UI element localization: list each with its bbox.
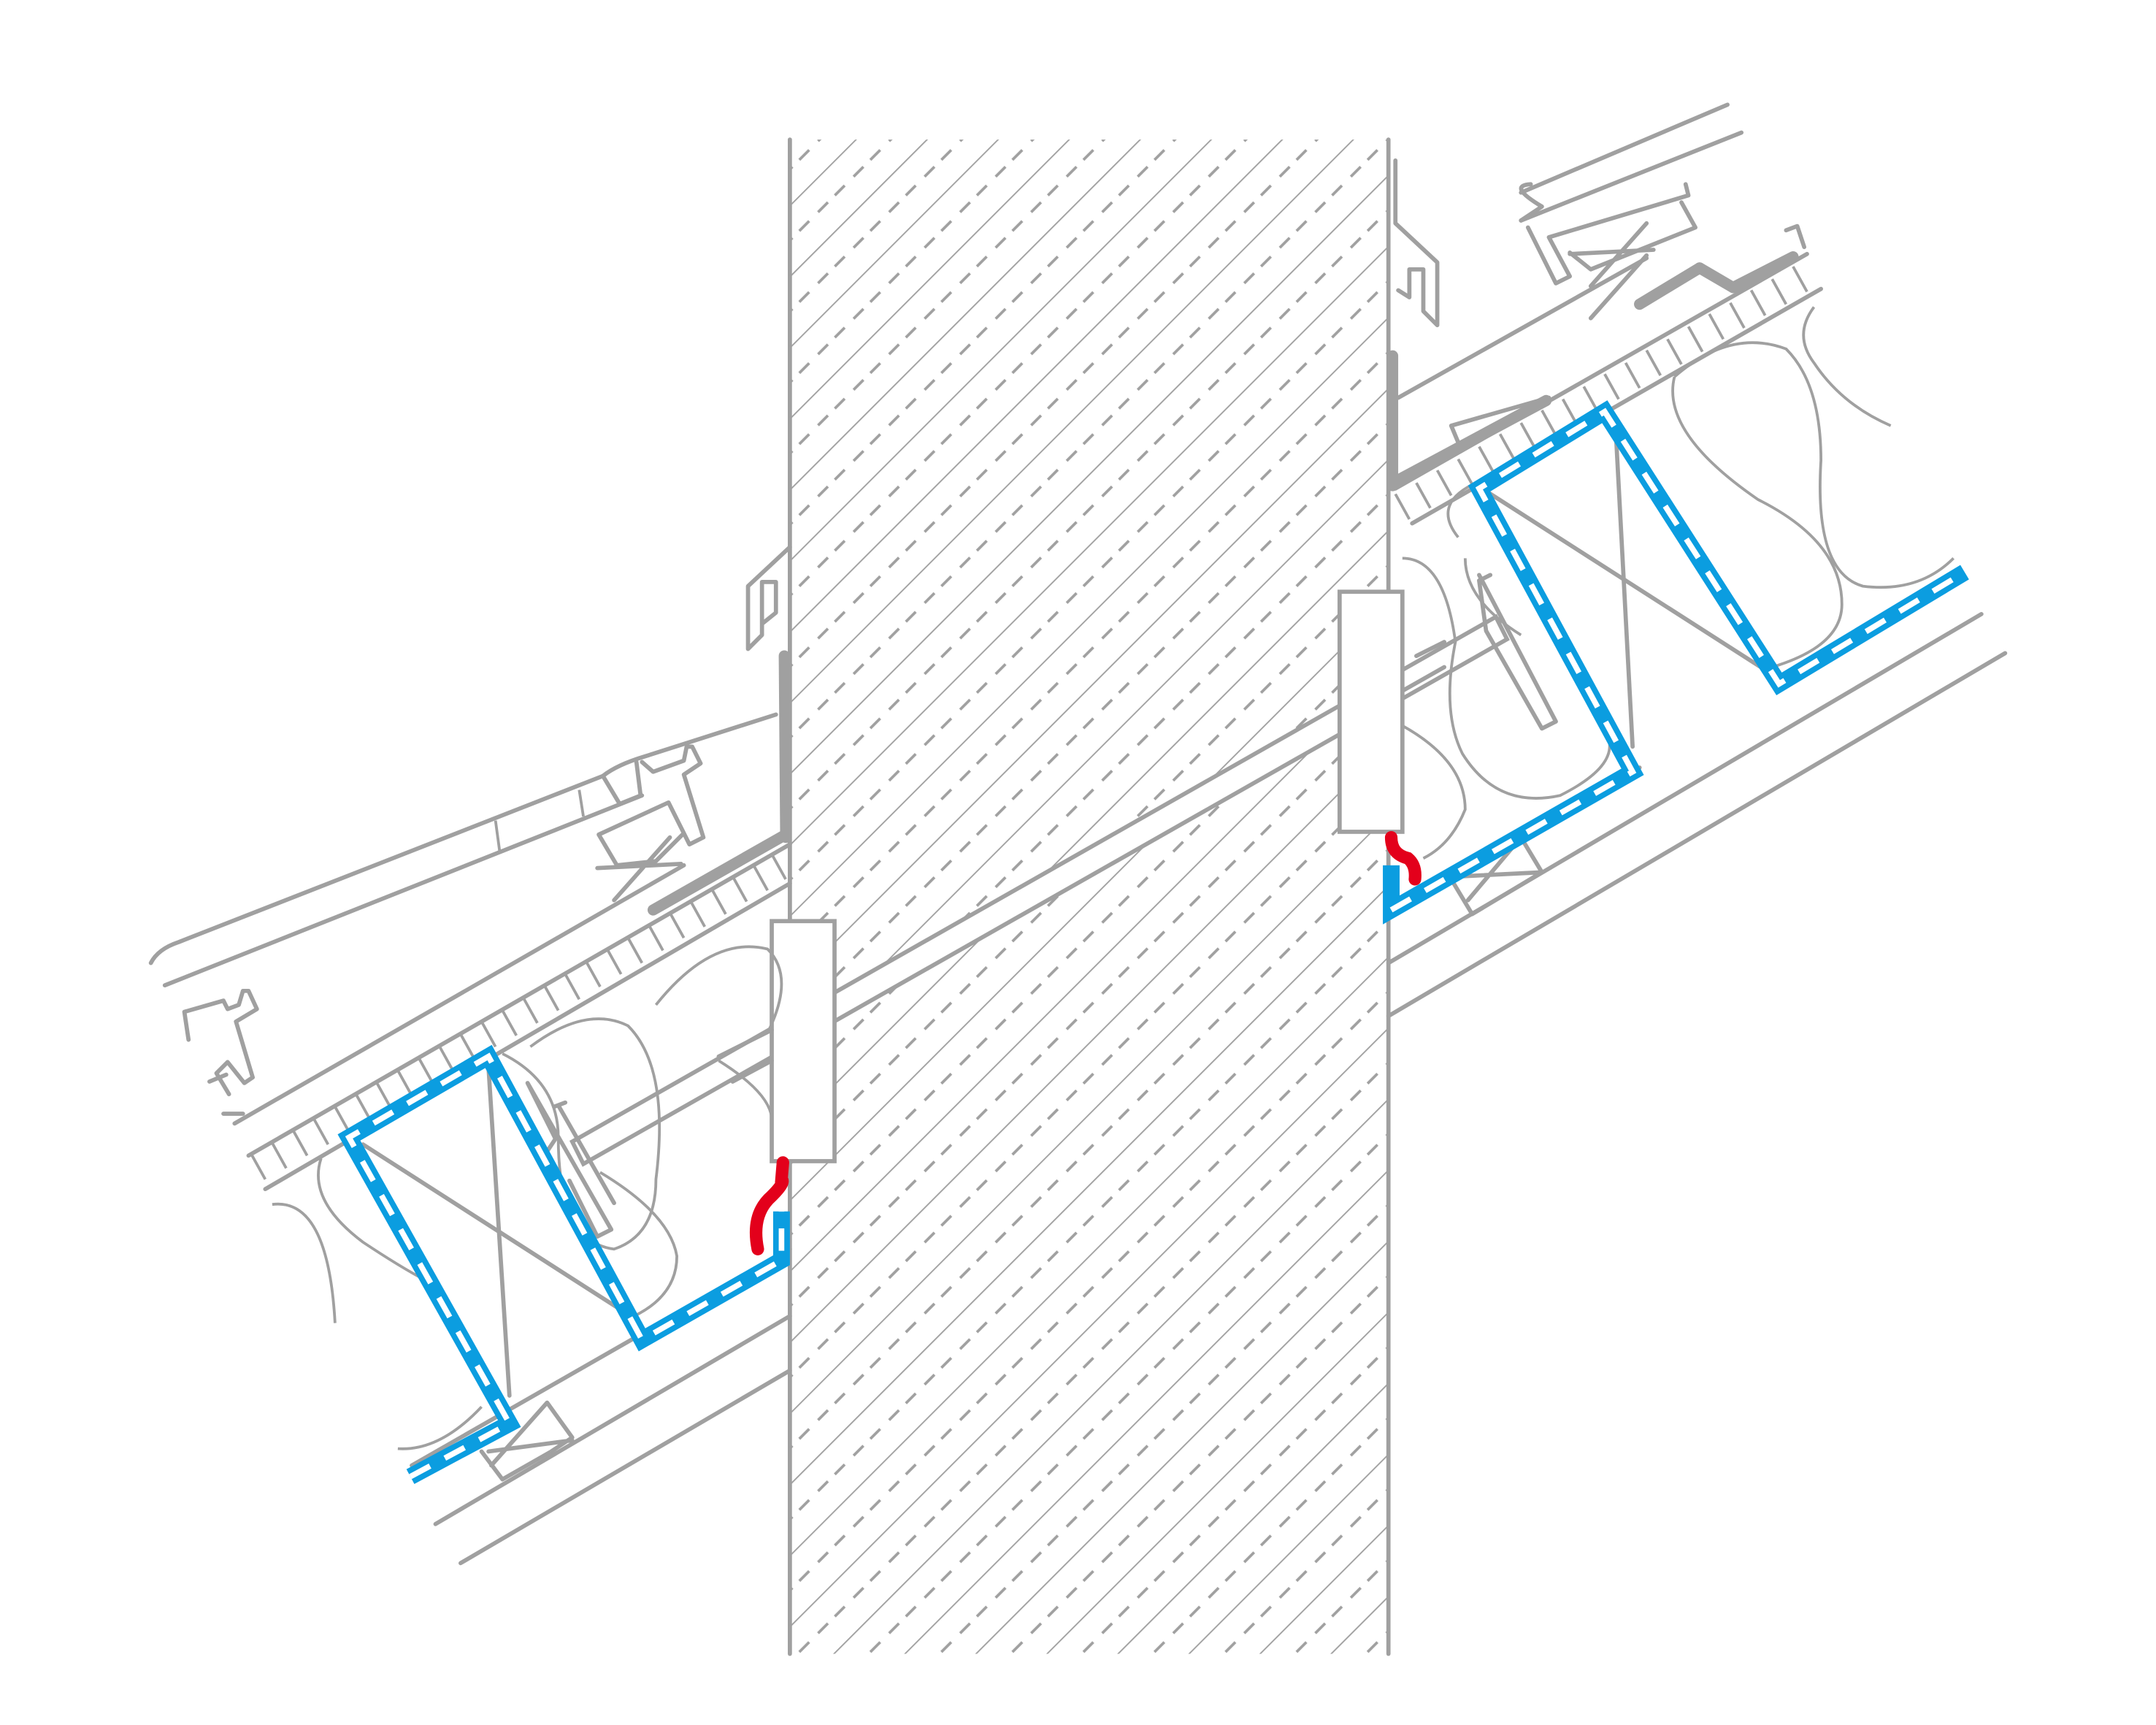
left-roof-assembly: [148, 545, 792, 1566]
wall-sleeve-left: [770, 919, 837, 1163]
vapour-membrane-right: [1383, 400, 1969, 925]
masonry-wall: [788, 137, 1391, 1656]
battens-right: [1394, 266, 1808, 520]
battens-left: [250, 853, 787, 1180]
wall-sleeve-right: [1337, 589, 1405, 834]
right-roof-assembly: [1386, 102, 2008, 1019]
sealant-bead-left: [750, 1156, 789, 1255]
sealant-bead-right: [1384, 831, 1422, 886]
vapour-membrane-left: [337, 1044, 790, 1484]
